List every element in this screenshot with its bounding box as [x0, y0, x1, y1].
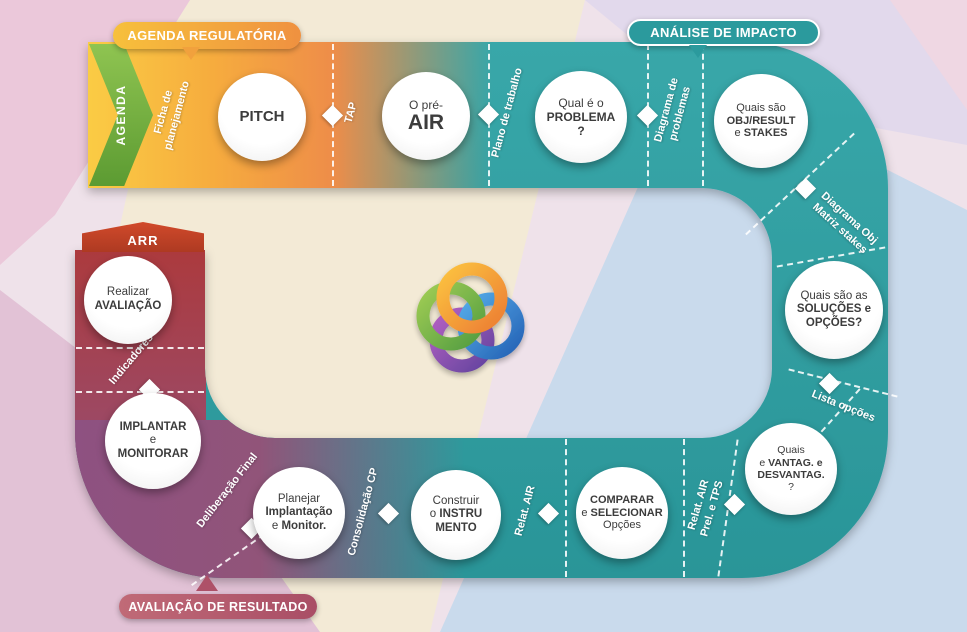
badge-avaliacao-de-resultado: AVALIAÇÃO DE RESULTADO [119, 594, 317, 619]
node-vantagens: Quais e VANTAG. e DESVANTAG. ? [745, 423, 837, 515]
node-pre-air: O pré- AIR [382, 72, 470, 160]
interlocked-rings-logo [416, 262, 525, 373]
node-comparar: COMPARAR e SELECIONAR Opções [576, 467, 668, 559]
pointer-down-icon [182, 47, 200, 60]
node-implantar: IMPLANTAR e MONITORAR [105, 393, 201, 489]
separator-dash [565, 439, 567, 577]
separator-dash [76, 347, 204, 349]
pointer-down-icon [689, 45, 707, 58]
separator-dash [76, 391, 204, 393]
node-planejar: Planejar Implantação e Monitor. [253, 467, 345, 559]
badge-agenda-regulatoria: AGENDA REGULATÓRIA [113, 22, 301, 49]
node-avaliacao: Realizar AVALIAÇÃO [84, 256, 172, 344]
node-construir: Construir o INSTRU MENTO [411, 470, 501, 560]
badge-analise-de-impacto: ANÁLISE DE IMPACTO [627, 19, 820, 46]
node-problema: Qual é o PROBLEMA ? [535, 71, 627, 163]
node-pitch: PITCH [218, 73, 306, 161]
separator-dash [702, 44, 704, 186]
separator-dash [683, 439, 685, 577]
pointer-up-icon [196, 575, 218, 591]
node-obj-result: Quais são OBJ/RESULT e STAKES [714, 74, 808, 168]
node-solucoes: Quais são as SOLUÇÕES e OPÇÕES? [785, 261, 883, 359]
